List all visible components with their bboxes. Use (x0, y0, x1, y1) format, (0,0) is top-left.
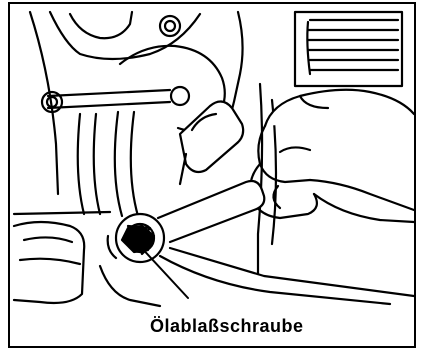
engine-drain-illustration (10, 4, 414, 346)
oil-lines (42, 87, 189, 216)
cooling-fins (295, 12, 402, 86)
oil-filter (180, 101, 243, 184)
figure-caption: Ölablaßschraube (150, 316, 304, 337)
figure-frame: Ölablaßschraube (8, 2, 416, 348)
